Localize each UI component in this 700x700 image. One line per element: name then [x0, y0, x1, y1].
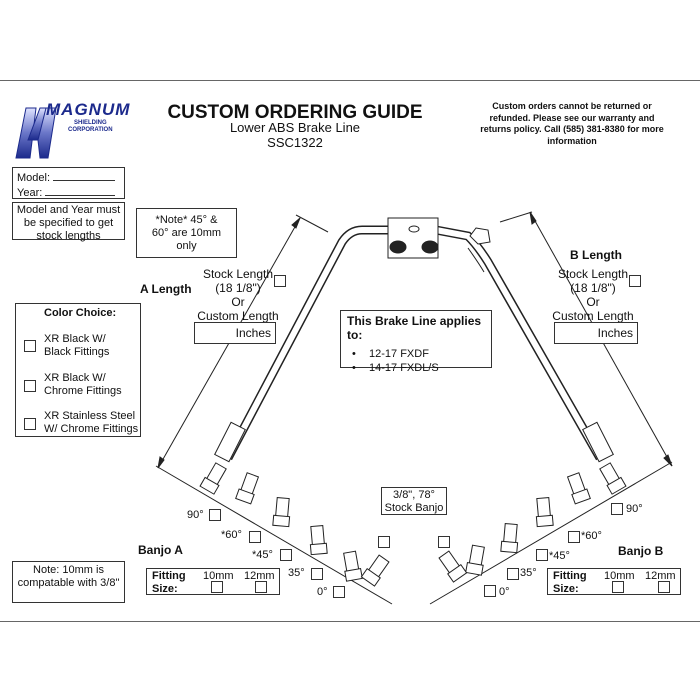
banjo-b-angle-35: 35° — [520, 567, 537, 579]
order-sheet — [0, 80, 700, 622]
b-stock-length-label: Stock Length (18 1/8") Or Custom Length — [543, 267, 643, 323]
banjo-b-0-checkbox[interactable] — [484, 585, 496, 597]
a-inches-label: Inches — [235, 326, 271, 340]
banjo-b-angle-60: *60° — [581, 530, 602, 542]
banjo-a-reference-line — [155, 465, 393, 605]
banjo-a-45-checkbox[interactable] — [280, 549, 292, 561]
stock-banjo-a-checkbox[interactable] — [378, 536, 390, 548]
a-stock-value: (18 1/8") — [215, 281, 261, 295]
banjo-a-angle-45: *45° — [252, 549, 273, 561]
model-input-line[interactable] — [53, 170, 116, 181]
a-or-text: Or — [231, 295, 245, 309]
color-option-checkbox[interactable] — [24, 340, 36, 352]
a-stock-text: Stock Length — [202, 267, 274, 281]
applies-title: This Brake Line applies to: — [347, 314, 482, 342]
b-stock-length-checkbox[interactable] — [629, 275, 641, 287]
b-stock-value: (18 1/8") — [570, 281, 616, 295]
banjo-b-title: Banjo B — [618, 544, 664, 558]
banjo-a-angle-0: 0° — [317, 586, 328, 598]
b-or-text: Or — [586, 295, 600, 309]
model-row[interactable]: Model: — [17, 170, 120, 185]
logo-line1: SHIELDING — [74, 120, 107, 126]
angle-note: *Note* 45° & 60° are 10mm only — [136, 208, 237, 258]
logo-wordmark: MAGNUM — [46, 100, 131, 119]
banjo-b-fittings — [438, 462, 627, 583]
applies-item: •14-17 FXDL/S — [352, 362, 439, 374]
return-notice: Custom orders cannot be returned or refu… — [480, 101, 664, 146]
b-inches-label: Inches — [597, 326, 633, 340]
banjo-b-reference-line — [429, 461, 673, 605]
a-stock-length-label: Stock Length (18 1/8") Or Custom Length — [188, 267, 288, 323]
banjo-b-35-checkbox[interactable] — [507, 568, 519, 580]
color-option-checkbox[interactable] — [24, 380, 36, 392]
banjo-a-60-checkbox[interactable] — [249, 531, 261, 543]
logo-graphic — [15, 107, 57, 159]
magnum-logo: MAGNUM SHIELDING CORPORATION — [12, 100, 132, 162]
b-length-title: B Length — [570, 248, 622, 262]
banjo-a-angle-60: *60° — [221, 529, 242, 541]
color-option-label: XR Black W/ Chrome Fittings — [44, 372, 122, 397]
banjo-a-90-checkbox[interactable] — [209, 509, 221, 521]
color-choice-box: Color Choice: XR Black W/ Black Fittings… — [15, 303, 141, 437]
page-title: CUSTOM ORDERING GUIDE — [167, 102, 423, 123]
banjo-b-angle-0: 0° — [499, 586, 510, 598]
banjo-a-fittings — [199, 462, 390, 587]
a-stock-length-checkbox[interactable] — [274, 275, 286, 287]
banjo-a-angle-90: 90° — [187, 509, 204, 521]
b-custom-inches-field[interactable]: Inches — [554, 322, 638, 344]
banjo-b-45-checkbox[interactable] — [536, 549, 548, 561]
stock-banjo-b-checkbox[interactable] — [438, 536, 450, 548]
color-choice-title: Color Choice: — [44, 307, 117, 319]
banjo-b-angle-90: 90° — [626, 503, 643, 515]
banjo-b-90-checkbox[interactable] — [611, 503, 623, 515]
b-stock-text: Stock Length — [557, 267, 629, 281]
banjo-a-0-checkbox[interactable] — [333, 586, 345, 598]
a-custom-text: Custom Length — [197, 309, 279, 323]
color-option-checkbox[interactable] — [24, 418, 36, 430]
banjo-b-12mm-checkbox[interactable] — [658, 581, 670, 593]
fitting-10mm-label: 10mm — [604, 570, 635, 582]
stock-banjo-label: 3/8", 78° Stock Banjo — [381, 487, 447, 515]
applies-item: •12-17 FXDF — [352, 348, 429, 360]
page-subtitle: Lower ABS Brake Line — [229, 120, 361, 135]
fitting-12mm-label: 12mm — [645, 570, 676, 582]
banjo-b-fitting-size: Fitting Size: 10mm 12mm — [547, 568, 681, 595]
banjo-b-angle-45: *45° — [549, 550, 570, 562]
part-number: SSC1322 — [267, 135, 323, 150]
banjo-a-12mm-checkbox[interactable] — [255, 581, 267, 593]
fitting-size-label: Fitting Size: — [152, 570, 186, 595]
fitting-12mm-label: 12mm — [244, 570, 275, 582]
applies-to-box: This Brake Line applies to: •12-17 FXDF … — [340, 310, 492, 374]
fitting-size-label: Fitting Size: — [553, 570, 587, 595]
a-length-title: A Length — [140, 282, 192, 296]
compat-note: Note: 10mm is compatable with 3/8" — [12, 561, 125, 603]
color-option-label: XR Stainless Steel W/ Chrome Fittings — [44, 410, 139, 435]
banjo-a-angle-35: 35° — [288, 567, 305, 579]
logo-line2: CORPORATION — [68, 127, 113, 133]
model-year-note: Model and Year must be specified to get … — [12, 202, 125, 242]
year-row[interactable]: Year: — [17, 185, 120, 200]
b-custom-text: Custom Length — [552, 309, 634, 323]
model-label: Model: — [17, 172, 54, 184]
banjo-a-title: Banjo A — [138, 543, 183, 557]
banjo-b-10mm-checkbox[interactable] — [612, 581, 624, 593]
banjo-a-fitting-size: Fitting Size: 10mm 12mm — [146, 568, 280, 595]
year-label: Year: — [17, 187, 46, 199]
a-custom-inches-field[interactable]: Inches — [194, 322, 276, 344]
banjo-b-60-checkbox[interactable] — [568, 531, 580, 543]
banjo-a-35-checkbox[interactable] — [311, 568, 323, 580]
color-option-label: XR Black W/ Black Fittings — [44, 333, 110, 358]
year-input-line[interactable] — [45, 185, 116, 196]
fitting-10mm-label: 10mm — [203, 570, 234, 582]
model-year-box: Model: Year: — [12, 167, 125, 199]
banjo-a-10mm-checkbox[interactable] — [211, 581, 223, 593]
